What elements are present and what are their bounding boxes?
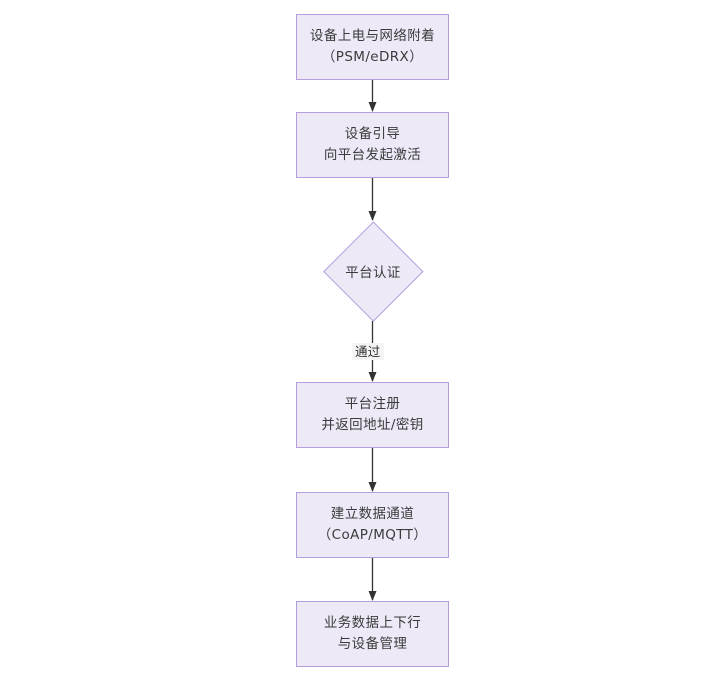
edge-label-pass: 通过 bbox=[352, 343, 384, 360]
node-bootstrap-line-2: 向平台发起激活 bbox=[323, 147, 422, 163]
node-platform-authentication-decision[interactable]: 平台认证 bbox=[322, 220, 423, 321]
node-power-on-line-2: （PSM/eDRX） bbox=[321, 49, 424, 65]
node-device-power-on[interactable]: 设备上电与网络附着 （PSM/eDRX） bbox=[296, 14, 449, 80]
node-device-bootstrap[interactable]: 设备引导 向平台发起激活 bbox=[296, 112, 449, 178]
node-establish-data-channel[interactable]: 建立数据通道 （CoAP/MQTT） bbox=[296, 492, 449, 558]
node-register-line-2: 并返回地址/密钥 bbox=[321, 417, 424, 433]
node-decision-label: 平台认证 bbox=[345, 265, 401, 281]
node-bootstrap-line-1: 设备引导 bbox=[344, 126, 401, 143]
node-register-line-1: 平台注册 bbox=[344, 396, 401, 413]
node-business-data-and-device-management[interactable]: 业务数据上下行 与设备管理 bbox=[296, 601, 449, 667]
node-channel-line-2: （CoAP/MQTT） bbox=[317, 527, 428, 543]
node-business-line-1: 业务数据上下行 bbox=[323, 615, 422, 632]
node-channel-line-1: 建立数据通道 bbox=[330, 506, 415, 523]
node-power-on-line-1: 设备上电与网络附着 bbox=[309, 28, 436, 45]
node-business-line-2: 与设备管理 bbox=[337, 636, 408, 652]
node-platform-register[interactable]: 平台注册 并返回地址/密钥 bbox=[296, 382, 449, 448]
